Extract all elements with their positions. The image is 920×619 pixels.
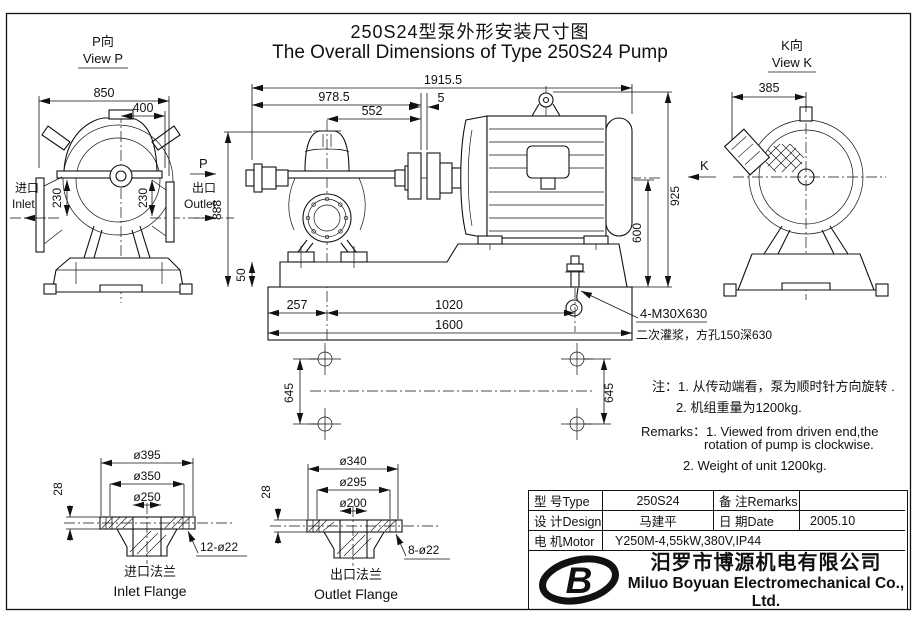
inlet-flange-caption-zh: 进口法兰 <box>124 564 176 579</box>
dim-230-left: 230 <box>50 188 64 208</box>
view-p-label-en: View P <box>83 51 123 66</box>
view-p-drawing: P向 View P 850 400 230 230 进口 Inlet P 出口 … <box>10 34 234 303</box>
remarks-value <box>800 491 905 511</box>
outlet-label-zh: 出口 <box>192 181 216 195</box>
inlet-label-en: Inlet <box>12 197 35 211</box>
fan-grille-hatch <box>765 143 805 173</box>
dim-978-5: 978.5 <box>318 90 349 104</box>
company-names: 汨罗市博源机电有限公司 Miluo Boyuan Electromechanic… <box>625 546 907 611</box>
date-label: 日 期Date <box>714 511 800 531</box>
dim-1600: 1600 <box>435 318 463 332</box>
view-k-label-en: View K <box>772 55 813 70</box>
design-value: 马建平 <box>603 511 714 531</box>
company-logo: B <box>539 554 619 605</box>
model-label: 型 号Type <box>529 491 603 511</box>
note-en-3: 2. Weight of unit 1200kg. <box>683 458 827 473</box>
model-value: 250S24 <box>603 491 714 511</box>
dim-bore-inlet: ø250 <box>133 490 161 504</box>
main-view-drawing: 1915.5 978.5 552 5 888 50 925 600 K 257 … <box>210 73 772 342</box>
dim-50: 50 <box>234 268 248 282</box>
dim-bc-outlet: ø295 <box>339 475 367 489</box>
dim-925: 925 <box>668 186 682 206</box>
inlet-label-zh: 进口 <box>15 181 39 195</box>
company-block: B 汨罗市博源机电有限公司 Miluo Boyuan Electromechan… <box>529 551 907 610</box>
outlet-flange-drawing: ø340 ø295 ø200 28 8-ø22 出口法兰 Outlet Flan… <box>259 454 450 602</box>
dim-bore-outlet: ø200 <box>339 496 367 510</box>
drawing-title-zh: 250S24型泵外形安装尺寸图 <box>350 22 590 42</box>
drawing-title-en: The Overall Dimensions of Type 250S24 Pu… <box>272 42 668 63</box>
inlet-flange-caption-en: Inlet Flange <box>113 583 186 599</box>
dim-645-right: 645 <box>602 383 616 403</box>
dim-257: 257 <box>287 298 308 312</box>
dim-holes-outlet: 8-ø22 <box>408 543 440 557</box>
sheet-border <box>5 12 912 611</box>
dim-400: 400 <box>133 101 154 115</box>
note-en-1: Remarks：1. Viewed from driven end,the <box>641 424 879 439</box>
dim-552: 552 <box>362 104 383 118</box>
outlet-flange-caption-zh: 出口法兰 <box>330 567 382 582</box>
dim-645-left: 645 <box>282 383 296 403</box>
dim-600: 600 <box>630 223 644 243</box>
outlet-label-en: Outlet <box>184 197 217 211</box>
note-en-2: rotation of pump is clockwise. <box>704 437 874 452</box>
note-zh-1: 注：1. 从传动端看，泵为顺时针方向旋转 . <box>652 379 895 394</box>
dim-holes-inlet: 12-ø22 <box>200 540 238 554</box>
dim-5: 5 <box>438 91 445 105</box>
company-logo-letter: B <box>566 560 593 601</box>
dim-od-outlet: ø340 <box>339 454 367 468</box>
title-block-table: 型 号Type 250S24 备 注Remarks 设 计Design 马建平 … <box>529 491 907 551</box>
dim-385: 385 <box>759 81 780 95</box>
date-value: 2005.10 <box>800 511 905 531</box>
anchor-bolt-label: 4-M30X630 <box>640 306 707 321</box>
dim-1915-5: 1915.5 <box>424 73 462 87</box>
direction-p-label: P <box>199 156 208 171</box>
dim-1020: 1020 <box>435 298 463 312</box>
dim-od-inlet: ø395 <box>133 448 161 462</box>
dim-thickness-outlet: 28 <box>259 485 273 499</box>
dim-888: 888 <box>210 200 224 220</box>
outlet-flange-caption-en: Outlet Flange <box>314 586 398 602</box>
direction-k-label: K <box>700 158 709 173</box>
motor-label: 电 机Motor <box>529 531 603 551</box>
grouting-note: 二次灌浆，方孔150深630 <box>636 327 772 342</box>
view-p-label-zh: P向 <box>92 34 114 49</box>
remarks-label: 备 注Remarks <box>714 491 800 511</box>
title-block: 型 号Type 250S24 备 注Remarks 设 计Design 马建平 … <box>528 490 908 610</box>
foundation-plan-drawing: 645 645 <box>282 343 616 440</box>
motor-value: Y250M-4,55kW,380V,IP44 <box>603 531 905 551</box>
dim-230-right: 230 <box>136 188 150 208</box>
design-label: 设 计Design <box>529 511 603 531</box>
company-name-en: Miluo Boyuan Electromechanical Co., Ltd. <box>627 575 905 610</box>
company-name-zh: 汨罗市博源机电有限公司 <box>650 552 882 574</box>
note-zh-2: 2. 机组重量为1200kg. <box>676 400 802 415</box>
view-k-label-zh: K向 <box>781 38 803 53</box>
dim-thickness-inlet: 28 <box>51 482 65 496</box>
view-k-drawing: K向 View K 385 <box>723 38 889 300</box>
inlet-flange-drawing: ø395 ø350 ø250 28 12-ø22 进口法兰 Inlet Flan… <box>51 448 247 599</box>
dim-850: 850 <box>94 86 115 100</box>
dim-bc-inlet: ø350 <box>133 469 161 483</box>
